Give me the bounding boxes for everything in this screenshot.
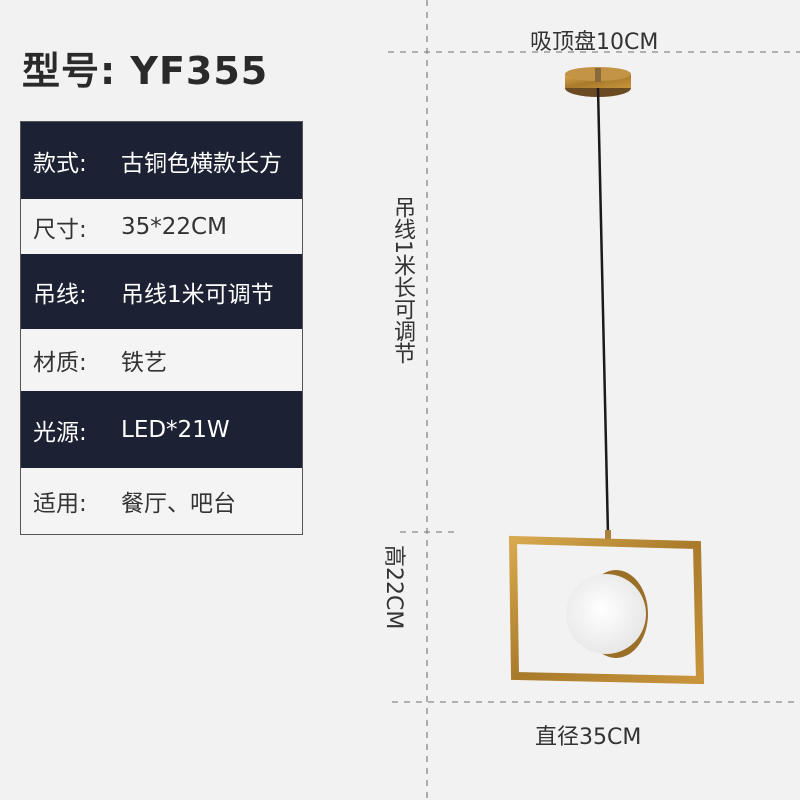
spec-key: 尺寸: — [33, 216, 87, 243]
spec-value: 古铜色横款长方 — [121, 150, 282, 177]
led-disc — [566, 574, 646, 654]
dimension-lines — [388, 0, 800, 800]
cable-dimension-label: 吊线1米长可调节 — [390, 196, 415, 364]
spec-value: 吊线1米可调节 — [121, 281, 274, 308]
cable-clamp — [605, 530, 611, 540]
width-dimension-label: 直径35CM — [535, 725, 642, 750]
spec-key: 材质: — [33, 350, 87, 376]
spec-row-light-source: 光源: LED*21W — [21, 391, 302, 468]
spec-row-cable: 吊线: 吊线1米可调节 — [21, 254, 302, 329]
spec-value: 餐厅、吧台 — [121, 491, 236, 517]
spec-value: LED*21W — [121, 416, 230, 443]
model-title: 型号: YF355 — [22, 49, 269, 93]
spec-key: 吊线: — [33, 281, 87, 308]
rectangular-frame — [508, 535, 705, 685]
spec-row-style: 款式: 古铜色横款长方 — [21, 122, 302, 199]
spec-row-usage: 适用: 餐厅、吧台 — [21, 468, 302, 534]
canopy-dimension-label: 吸顶盘10CM — [530, 30, 659, 55]
spec-row-material: 材质: 铁艺 — [21, 329, 302, 391]
height-dimension-label: 高22CM — [381, 545, 406, 630]
spec-key: 适用: — [33, 491, 87, 517]
spec-key: 款式: — [33, 150, 87, 177]
spec-value: 35*22CM — [121, 213, 227, 240]
spec-table: 款式: 古铜色横款长方 尺寸: 35*22CM 吊线: 吊线1米可调节 材质: … — [20, 121, 303, 535]
spec-row-size: 尺寸: 35*22CM — [21, 199, 302, 254]
spec-key: 光源: — [33, 419, 87, 446]
spec-value: 铁艺 — [121, 350, 167, 376]
suspension-cable — [596, 87, 610, 536]
ceiling-canopy — [565, 67, 631, 97]
